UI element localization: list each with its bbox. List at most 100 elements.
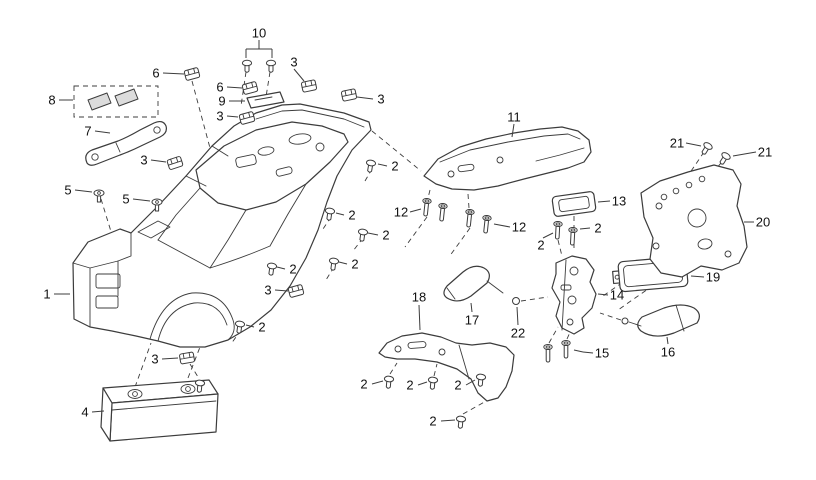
callout-2: 2 bbox=[429, 414, 436, 429]
callout-2: 2 bbox=[348, 208, 355, 223]
bolt-12 bbox=[436, 202, 448, 222]
clip-fastener-3 bbox=[178, 351, 196, 365]
leader-line-13 bbox=[597, 200, 611, 203]
leader-line-3 bbox=[150, 159, 167, 163]
part-18-mud-flap bbox=[378, 332, 515, 402]
leader-line-12 bbox=[493, 223, 511, 228]
leader-line-5 bbox=[74, 189, 93, 193]
callout-3: 3 bbox=[377, 92, 384, 107]
leader-line-21 bbox=[732, 151, 757, 157]
part-17-turn-signal bbox=[443, 265, 504, 302]
callout-3: 3 bbox=[140, 153, 147, 168]
callout-18: 18 bbox=[412, 290, 426, 305]
bolt-2 bbox=[567, 226, 578, 246]
clip-fastener-3 bbox=[340, 88, 358, 102]
leader-line-2 bbox=[245, 324, 255, 328]
leader-line-21 bbox=[685, 142, 702, 147]
part-9-small-plate bbox=[246, 91, 285, 109]
callout-2: 2 bbox=[537, 238, 544, 253]
bolt-15 bbox=[543, 344, 553, 363]
screw-2 bbox=[455, 415, 467, 430]
leader-line-17 bbox=[470, 302, 473, 313]
leader-line-3 bbox=[293, 68, 305, 82]
bolt-12 bbox=[420, 197, 432, 217]
callout-13: 13 bbox=[612, 194, 626, 209]
part-13-rubber-block bbox=[551, 191, 597, 217]
leader-line-18 bbox=[418, 304, 421, 331]
leader-line-2 bbox=[377, 163, 388, 167]
callout-20: 20 bbox=[756, 215, 770, 230]
callout-16: 16 bbox=[661, 345, 675, 360]
callout-12: 12 bbox=[394, 205, 408, 220]
screw-10 bbox=[241, 59, 253, 73]
callout-2: 2 bbox=[289, 262, 296, 277]
leader-line-15 bbox=[573, 349, 584, 353]
leader-line-12 bbox=[409, 208, 422, 213]
callout-2: 2 bbox=[360, 377, 367, 392]
callout-11: 11 bbox=[507, 110, 521, 125]
leader-line-2 bbox=[417, 381, 428, 386]
leader-line-6 bbox=[226, 86, 243, 89]
callout-2: 2 bbox=[406, 378, 413, 393]
leader-line-19 bbox=[690, 275, 705, 278]
leader-line-2 bbox=[338, 261, 348, 265]
callout-3: 3 bbox=[216, 109, 223, 124]
callout-14: 14 bbox=[610, 288, 624, 303]
leader-line-2 bbox=[276, 266, 286, 270]
callout-2: 2 bbox=[594, 221, 601, 236]
leader-line-2 bbox=[335, 212, 345, 216]
clip-fastener-3 bbox=[166, 155, 184, 171]
leader-line-2 bbox=[367, 232, 379, 236]
part-20-plate-bracket bbox=[640, 164, 748, 278]
callout-2: 2 bbox=[454, 378, 461, 393]
callout-9: 9 bbox=[218, 94, 225, 109]
callout-12: 12 bbox=[512, 220, 526, 235]
bolt-12 bbox=[463, 208, 475, 228]
leader-line-5 bbox=[132, 198, 151, 202]
part-7-strap-bracket bbox=[85, 120, 167, 166]
part-1-rear-fender bbox=[72, 103, 372, 348]
screw-21 bbox=[698, 140, 714, 157]
bolt-12 bbox=[480, 214, 492, 234]
part-4-bottom-plate bbox=[100, 379, 219, 442]
leader-line-2 bbox=[579, 227, 591, 230]
callout-10: 10 bbox=[252, 26, 266, 41]
callout-5: 5 bbox=[64, 183, 71, 198]
screw-10 bbox=[265, 59, 277, 73]
callout-8: 8 bbox=[48, 93, 55, 108]
bolt-2 bbox=[552, 220, 563, 240]
callout-2: 2 bbox=[382, 228, 389, 243]
callout-leader-lines bbox=[54, 40, 757, 422]
bolt-15 bbox=[561, 340, 571, 359]
callout-22: 22 bbox=[511, 326, 525, 341]
leader-line-2 bbox=[371, 380, 384, 385]
callout-3: 3 bbox=[290, 55, 297, 70]
callout-6: 6 bbox=[216, 80, 223, 95]
leader-line-11 bbox=[511, 123, 515, 138]
callout-3: 3 bbox=[151, 352, 158, 367]
part-8-pads bbox=[73, 85, 159, 118]
screw-2 bbox=[327, 257, 340, 272]
screw-2 bbox=[427, 376, 439, 391]
callout-2: 2 bbox=[258, 320, 265, 335]
leader-line-2 bbox=[440, 419, 456, 422]
part-22-ball-stud bbox=[512, 297, 520, 305]
callout-2: 2 bbox=[391, 159, 398, 174]
screw-2 bbox=[383, 375, 395, 390]
screw-21 bbox=[716, 150, 732, 167]
screw-2 bbox=[364, 158, 377, 174]
part-11-center-cover bbox=[423, 126, 592, 191]
callout-17: 17 bbox=[465, 313, 479, 328]
callout-19: 19 bbox=[706, 270, 720, 285]
leader-line-3 bbox=[161, 357, 179, 360]
part-14-bracket bbox=[551, 255, 597, 335]
callout-2: 2 bbox=[351, 257, 358, 272]
callout-15: 15 bbox=[595, 346, 609, 361]
callout-4: 4 bbox=[81, 405, 88, 420]
screw-2 bbox=[323, 207, 336, 222]
callout-21: 21 bbox=[670, 136, 684, 151]
callout-5: 5 bbox=[122, 192, 129, 207]
clip-fastener-6 bbox=[183, 66, 201, 82]
callout-7: 7 bbox=[84, 124, 91, 139]
